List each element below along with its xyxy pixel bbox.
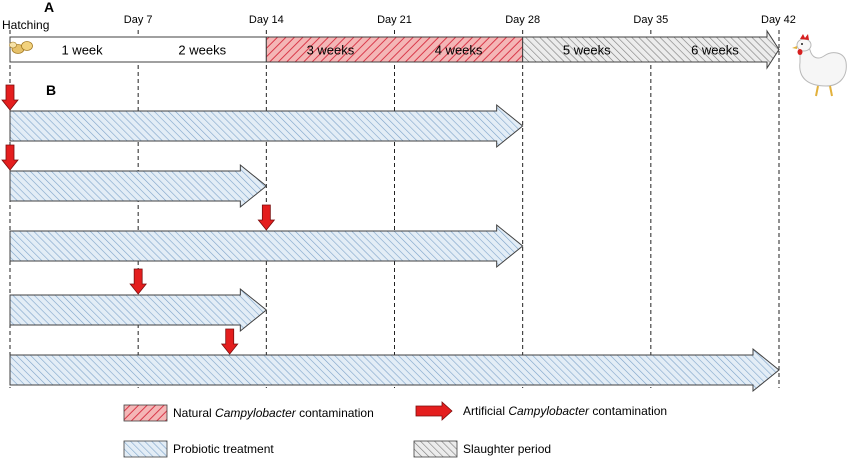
- treatment-arrows: [1, 84, 780, 393]
- legend-probiotic-treatment: Probiotic treatment: [173, 442, 274, 456]
- day-label-7: Day 7: [124, 14, 153, 26]
- artificial-contamination-arrow-2: [1, 144, 19, 171]
- probiotic-treatment-arrow-3: [9, 223, 524, 269]
- day-labels: Day 7 Day 14 Day 21 Day 28 Day 35 Day 42: [124, 14, 796, 26]
- artificial-contamination-arrow-5: [220, 328, 239, 355]
- week-label-6: 6 weeks: [691, 43, 739, 58]
- artificial-contamination-arrow-4: [129, 268, 147, 295]
- timeline-growth-period: [9, 36, 267, 63]
- artificial-contamination-arrow-3: [257, 204, 276, 231]
- week-label-3: 3 weeks: [307, 43, 355, 58]
- panel-b-label: B: [46, 82, 56, 98]
- timeline-slaughter-period: [522, 29, 780, 70]
- week-label-1: 1 week: [61, 43, 103, 58]
- probiotic-treatment-arrow-2: [9, 163, 268, 209]
- legend-swatch-natural: [123, 404, 168, 422]
- legend-natural-contamination: Natural Campylobacter contamination: [173, 406, 374, 420]
- week-label-4: 4 weeks: [435, 43, 483, 58]
- egg-icon: [9, 41, 33, 54]
- legend-swatch-probiotic: [123, 440, 168, 458]
- timeline-natural-contamination-period: [265, 36, 524, 63]
- chicken-icon: [792, 34, 847, 97]
- day-label-21: Day 21: [377, 14, 412, 26]
- probiotic-treatment-arrow-5: [9, 347, 780, 393]
- week-labels: 1 week 2 weeks 3 weeks 4 weeks 5 weeks 6 week…: [61, 43, 739, 58]
- legend: Natural Campylobacter contamination Arti…: [123, 401, 667, 458]
- day-label-35: Day 35: [633, 14, 668, 26]
- day-label-28: Day 28: [505, 14, 540, 26]
- week-label-5: 5 weeks: [563, 43, 611, 58]
- week-label-2: 2 weeks: [178, 43, 226, 58]
- legend-swatch-artificial: [415, 401, 453, 421]
- legend-artificial-contamination: Artificial Campylobacter contamination: [463, 404, 667, 418]
- day-label-42: Day 42: [761, 14, 796, 26]
- legend-slaughter-period: Slaughter period: [463, 442, 551, 456]
- day-label-14: Day 14: [249, 14, 284, 26]
- panel-a-label: A: [44, 0, 54, 15]
- hatching-label: Hatching: [2, 18, 49, 32]
- artificial-contamination-arrow-1: [1, 84, 19, 111]
- day-gridlines: [9, 30, 780, 388]
- legend-swatch-slaughter: [413, 440, 458, 458]
- probiotic-treatment-arrow-1: [9, 103, 524, 149]
- timeline-bar: [9, 29, 780, 70]
- probiotic-treatment-arrow-4: [9, 287, 268, 333]
